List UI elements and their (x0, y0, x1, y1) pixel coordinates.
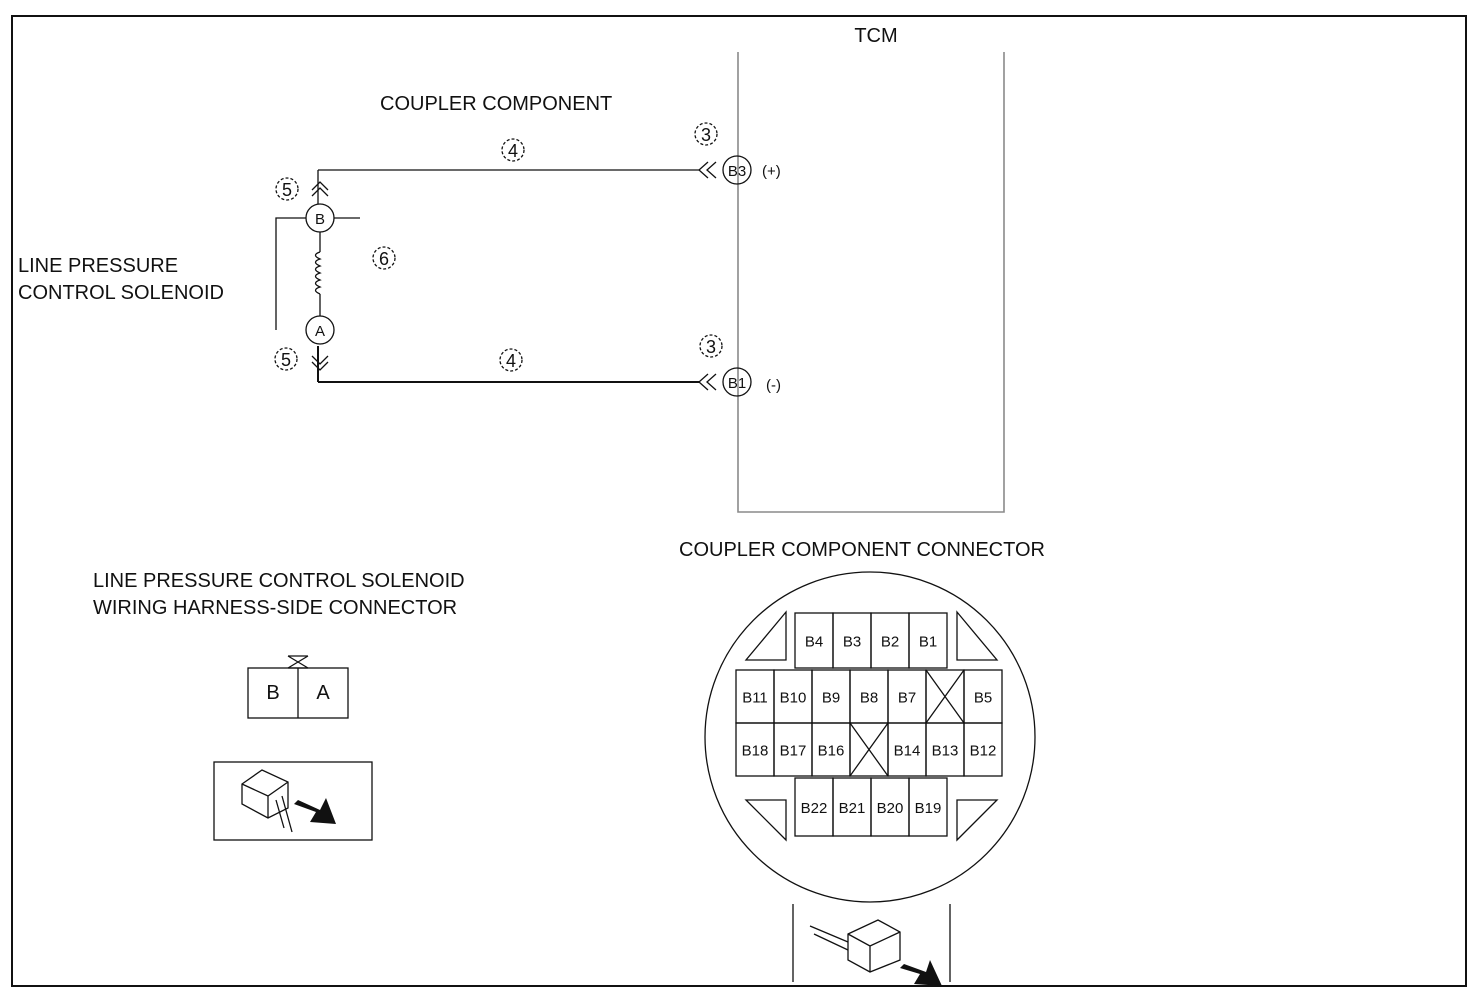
svg-text:3: 3 (701, 125, 711, 145)
coupler-pin-label: B3 (843, 634, 861, 651)
svg-text:5: 5 (282, 180, 292, 200)
coupler-pin-empty-mark (849, 722, 889, 777)
coupler-pin-label: B8 (860, 690, 878, 707)
svg-text:6: 6 (379, 249, 389, 269)
coupler-pin-label: B22 (801, 800, 828, 817)
tcm-terminal-b3: B3 (+) (722, 155, 781, 185)
solenoid-connector-pin-b: B (266, 682, 279, 704)
tcm-label: TCM (854, 25, 897, 47)
coupler-pin-label: B14 (894, 743, 921, 760)
solenoid-harness-connector: B A (247, 655, 349, 719)
coupler-pin-label: B18 (742, 743, 769, 760)
callout-4-bottom: 4 (499, 348, 523, 372)
line-pressure-control-solenoid: B A (275, 181, 360, 371)
svg-text:5: 5 (281, 350, 291, 370)
coupler-pin-label: B2 (881, 634, 899, 651)
coupler-pin-label: B21 (839, 800, 866, 817)
wire-b1-to-a (317, 346, 717, 391)
diagram-frame (11, 15, 1467, 987)
coupler-pin-label: B10 (780, 690, 807, 707)
coupler-component-label: COUPLER COMPONENT (380, 93, 612, 115)
svg-text:4: 4 (506, 351, 516, 371)
coupler-pin-label: B11 (742, 690, 768, 707)
solenoid-terminal-b: B (315, 211, 325, 228)
coupler-connector-title: COUPLER COMPONENT CONNECTOR (679, 539, 1045, 561)
coupler-pin-label: B20 (877, 800, 904, 817)
svg-text:3: 3 (706, 337, 716, 357)
terminal-b3-label: B3 (728, 163, 746, 180)
coupler-pin-label: B13 (932, 743, 959, 760)
solenoid-connector-title-line1: LINE PRESSURE CONTROL SOLENOID (93, 570, 465, 592)
callout-3-bottom: 3 (699, 334, 723, 358)
coupler-pin-label: B5 (974, 690, 992, 707)
coupler-pin-label: B1 (919, 634, 937, 651)
terminal-b3-polarity: (+) (762, 163, 781, 180)
solenoid-connector-pin-a: A (316, 682, 330, 704)
coupler-pin-empty-mark (925, 669, 965, 724)
coupler-pin-cell (963, 722, 1003, 777)
solenoid-connector-title-line2: WIRING HARNESS-SIDE CONNECTOR (93, 597, 457, 619)
coupler-pin-label: B19 (915, 800, 942, 817)
callout-4-top: 4 (501, 138, 525, 162)
coupler-pin-label: B16 (818, 743, 845, 760)
coupler-pin-label: B17 (780, 743, 807, 760)
solenoid-label-line2: CONTROL SOLENOID (18, 282, 224, 304)
coupler-pin-label: B9 (822, 690, 840, 707)
coupler-pin-label: B4 (805, 634, 823, 651)
terminal-b1-polarity: (-) (766, 377, 781, 394)
svg-text:4: 4 (508, 141, 518, 161)
callout-5-bottom: 5 (274, 347, 298, 371)
wire-b3-to-b (317, 161, 717, 204)
solenoid-terminal-a: A (315, 323, 325, 340)
coupler-pin-cell (908, 777, 948, 837)
terminal-b1-label: B1 (728, 375, 746, 392)
coupler-pin-label: B12 (970, 743, 997, 760)
tcm-module: TCM (737, 25, 1005, 513)
callout-6: 6 (372, 246, 396, 270)
callout-5-top: 5 (275, 177, 299, 201)
solenoid-label-line1: LINE PRESSURE (18, 255, 178, 277)
coupler-pin-label: B7 (898, 690, 916, 707)
coupler-pin-cell (908, 612, 948, 669)
solenoid-connector-view-icon (213, 761, 373, 841)
callout-3-top: 3 (694, 122, 718, 146)
coupler-connector-view-icon (792, 904, 951, 986)
tcm-terminal-b1: B1 (-) (722, 367, 781, 397)
